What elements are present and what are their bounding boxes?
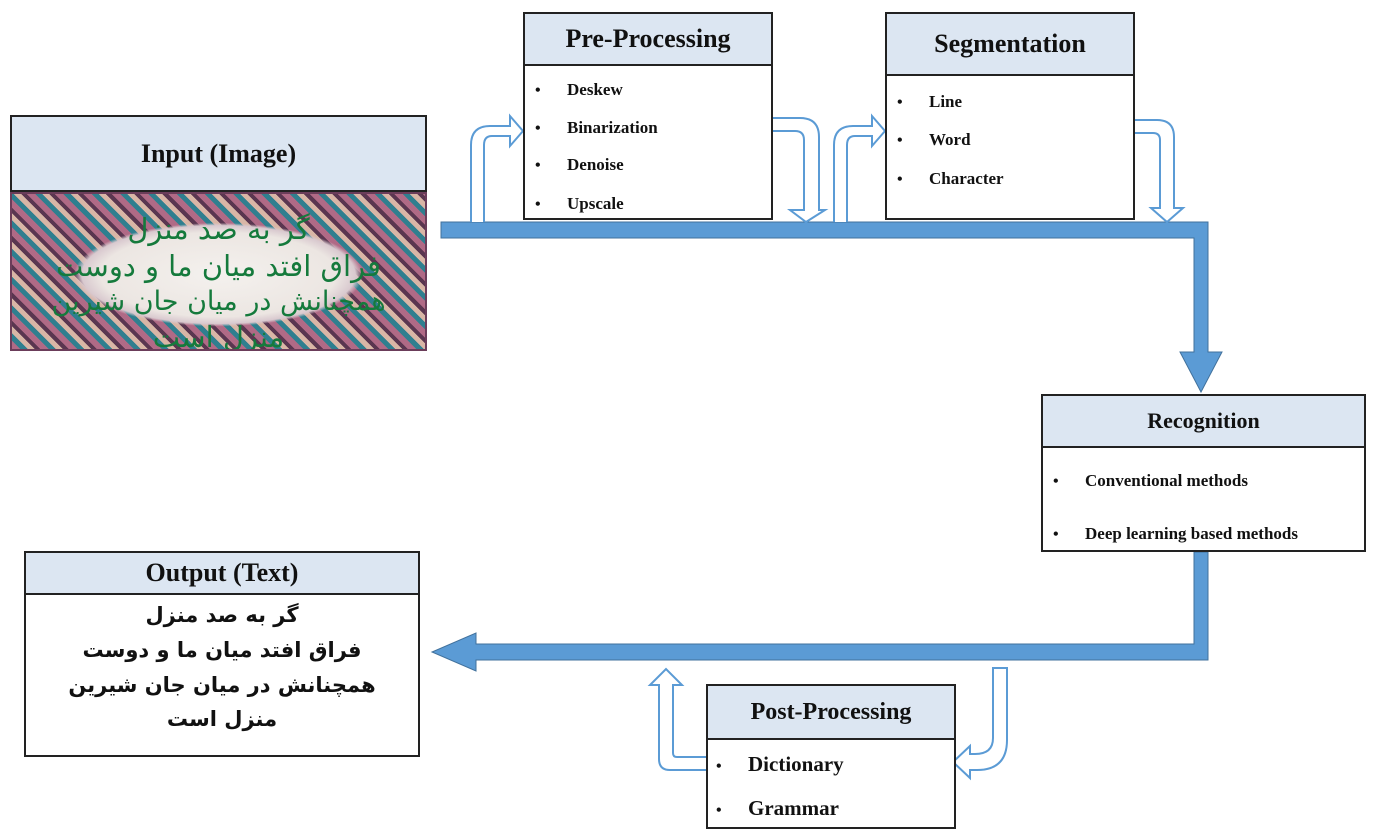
bullet: • bbox=[535, 157, 541, 174]
output-box: Output (Text) گر به صد منزل فراق افتد می… bbox=[24, 551, 420, 757]
item-label: Character bbox=[929, 169, 1004, 188]
list-item: • Line bbox=[897, 92, 962, 112]
output-title: Output (Text) bbox=[26, 553, 418, 595]
bullet: • bbox=[897, 171, 903, 188]
to-postprocessing-arrow bbox=[951, 667, 1008, 781]
list-item: • Denoise bbox=[535, 155, 624, 175]
bullet: • bbox=[1053, 473, 1059, 490]
input-calligraphy-image: گر به صد منزل فراق افتد میان ما و دوست ه… bbox=[10, 192, 427, 351]
image-text-line: همچنانش در میان جان شیرین bbox=[51, 286, 386, 317]
bullet: • bbox=[535, 82, 541, 99]
image-text-line: گر به صد منزل bbox=[127, 212, 310, 246]
item-label: Deep learning based methods bbox=[1085, 524, 1298, 543]
output-text-line: فراق افتد میان ما و دوست bbox=[82, 638, 362, 662]
bullet: • bbox=[897, 132, 903, 149]
to-segmentation-arrow bbox=[833, 113, 887, 222]
bullet: • bbox=[535, 196, 541, 213]
list-item: • Dictionary bbox=[716, 752, 844, 777]
to-preprocessing-arrow bbox=[470, 113, 525, 222]
image-text-line: فراق افتد میان ما و دوست bbox=[56, 249, 381, 283]
return-flow-arrow bbox=[430, 551, 1209, 672]
output-text-line: منزل است bbox=[166, 707, 278, 731]
output-text-line: همچنانش در میان جان شیرین bbox=[68, 673, 376, 697]
bullet: • bbox=[535, 120, 541, 137]
segmentation-title: Segmentation bbox=[887, 14, 1133, 76]
main-flow-arrow bbox=[440, 221, 1223, 394]
from-segmentation-arrow bbox=[1135, 119, 1186, 224]
bullet: • bbox=[897, 94, 903, 111]
image-text-line: منزل است bbox=[152, 320, 285, 351]
bullet: • bbox=[716, 802, 722, 819]
output-text-line: گر به صد منزل bbox=[145, 603, 299, 627]
bullet: • bbox=[716, 758, 722, 775]
item-label: Denoise bbox=[567, 155, 624, 174]
item-label: Deskew bbox=[567, 80, 623, 99]
item-label: Upscale bbox=[567, 194, 624, 213]
list-item: • Deep learning based methods bbox=[1053, 524, 1298, 544]
pre-processing-title: Pre-Processing bbox=[525, 14, 771, 66]
item-label: Word bbox=[929, 130, 971, 149]
input-box: Input (Image) گر به صد منزل فراق افتد می… bbox=[10, 115, 427, 351]
input-title: Input (Image) bbox=[10, 115, 427, 192]
list-item: • Binarization bbox=[535, 118, 658, 138]
segmentation-box: Segmentation • Line • Word • Character bbox=[885, 12, 1135, 220]
post-processing-title: Post-Processing bbox=[708, 686, 954, 740]
list-item: • Deskew bbox=[535, 80, 623, 100]
item-label: Dictionary bbox=[748, 752, 844, 776]
recognition-title: Recognition bbox=[1043, 396, 1364, 448]
item-label: Binarization bbox=[567, 118, 658, 137]
list-item: • Grammar bbox=[716, 796, 839, 821]
list-item: • Upscale bbox=[535, 194, 624, 214]
item-label: Line bbox=[929, 92, 963, 111]
post-processing-box: Post-Processing • Dictionary • Grammar bbox=[706, 684, 956, 829]
list-item: • Word bbox=[897, 130, 971, 150]
from-postprocessing-arrow bbox=[647, 667, 706, 771]
from-preprocessing-arrow bbox=[773, 117, 829, 224]
item-label: Conventional methods bbox=[1085, 471, 1248, 490]
bullet: • bbox=[1053, 526, 1059, 543]
pre-processing-box: Pre-Processing • Deskew • Binarization • De… bbox=[523, 12, 773, 220]
list-item: • Conventional methods bbox=[1053, 471, 1248, 491]
item-label: Grammar bbox=[748, 796, 839, 820]
list-item: • Character bbox=[897, 169, 1004, 189]
recognition-box: Recognition • Conventional methods • Deep … bbox=[1041, 394, 1366, 552]
